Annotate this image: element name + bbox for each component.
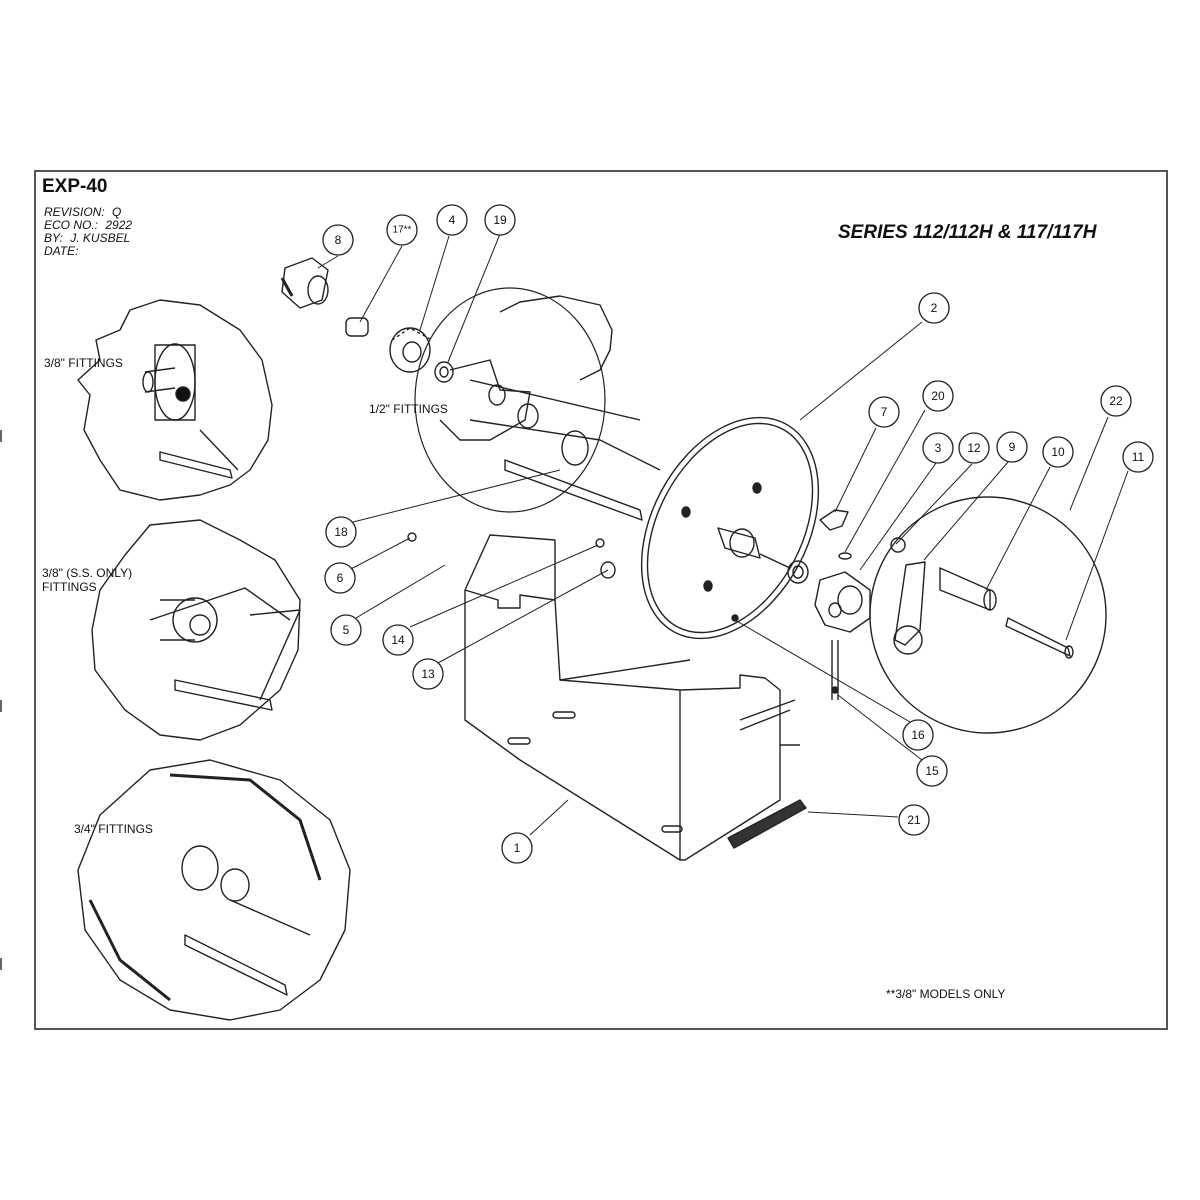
svg-text:13: 13 bbox=[421, 667, 435, 681]
callout-15: 15 bbox=[916, 755, 948, 787]
by-line: BY: J. KUSBEL bbox=[44, 232, 130, 245]
callout-7: 7 bbox=[868, 396, 900, 428]
callout-22: 22 bbox=[1100, 385, 1132, 417]
callout-2: 2 bbox=[918, 292, 950, 324]
svg-text:8: 8 bbox=[335, 233, 342, 247]
svg-text:11: 11 bbox=[1132, 450, 1145, 464]
inset-34-fittings bbox=[77, 759, 351, 1021]
svg-text:10: 10 bbox=[1051, 445, 1065, 459]
svg-text:16: 16 bbox=[911, 728, 925, 742]
svg-text:4: 4 bbox=[449, 213, 456, 227]
small-hardware bbox=[407, 532, 839, 694]
label-38-ss-fittings-line1: 3/8" (S.S. ONLY) bbox=[42, 566, 133, 580]
base-frame bbox=[464, 534, 800, 861]
svg-text:14: 14 bbox=[391, 633, 405, 647]
revision-line: REVISION: Q bbox=[44, 206, 121, 219]
by-label: BY: bbox=[44, 231, 63, 245]
callout-10: 10 bbox=[1042, 436, 1074, 468]
margin-tick bbox=[0, 700, 2, 712]
eco-value: 2922 bbox=[105, 218, 133, 232]
svg-text:6: 6 bbox=[337, 571, 344, 585]
eco-label: ECO NO.: bbox=[44, 218, 99, 232]
callout-12: 12 bbox=[958, 432, 990, 464]
svg-text:17**: 17** bbox=[393, 225, 412, 236]
callout-13: 13 bbox=[412, 658, 444, 690]
callout-3: 3 bbox=[922, 432, 954, 464]
eco-line: ECO NO.: 2922 bbox=[44, 219, 132, 232]
svg-text:20: 20 bbox=[931, 389, 945, 403]
label-38-fittings: 3/8" FITTINGS bbox=[44, 356, 123, 370]
svg-text:19: 19 bbox=[493, 213, 507, 227]
document-number: EXP-40 bbox=[42, 176, 108, 197]
callout-20: 20 bbox=[922, 380, 954, 412]
label-12-fittings: 1/2" FITTINGS bbox=[369, 402, 448, 416]
callout-9: 9 bbox=[996, 431, 1028, 463]
callout-1: 1 bbox=[501, 832, 533, 864]
revision-value: Q bbox=[112, 205, 122, 219]
models-note: **3/8" MODELS ONLY bbox=[886, 987, 1006, 1001]
callout-6: 6 bbox=[324, 562, 356, 594]
fittings-exploded bbox=[280, 257, 454, 383]
callout-5: 5 bbox=[330, 614, 362, 646]
by-value: J. KUSBEL bbox=[70, 231, 131, 245]
revision-label: REVISION: bbox=[44, 205, 105, 219]
series-title: SERIES 112/112H & 117/117H bbox=[838, 222, 1097, 243]
nameplate bbox=[727, 799, 807, 849]
callout-14: 14 bbox=[382, 624, 414, 656]
callout-8: 8 bbox=[322, 224, 354, 256]
drawing-sheet-border bbox=[34, 170, 1168, 1030]
date-label: DATE: bbox=[44, 244, 79, 258]
callout-bubbles: 8 17** 4 19 2 20 7 22 3 12 9 10 11 18 6 … bbox=[322, 204, 1154, 864]
margin-tick bbox=[0, 958, 2, 970]
label-38-ss-fittings-line2: FITTINGS bbox=[42, 580, 97, 594]
svg-text:21: 21 bbox=[907, 813, 921, 827]
date-line: DATE: bbox=[44, 245, 78, 258]
svg-text:9: 9 bbox=[1009, 440, 1016, 454]
callout-11: 11 bbox=[1122, 441, 1154, 473]
svg-text:12: 12 bbox=[967, 441, 981, 455]
callout-16: 16 bbox=[902, 719, 934, 751]
svg-text:15: 15 bbox=[925, 764, 939, 778]
margin-tick bbox=[0, 430, 2, 442]
callout-17: 17** bbox=[386, 214, 418, 246]
inset-38-fittings bbox=[77, 299, 273, 501]
svg-text:5: 5 bbox=[343, 623, 350, 637]
leader-lines bbox=[317, 233, 1129, 836]
label-34-fittings: 3/4" FITTINGS bbox=[74, 822, 153, 836]
inset-38-ss-fittings bbox=[91, 519, 301, 741]
callout-21: 21 bbox=[898, 804, 930, 836]
reel-drum bbox=[414, 287, 820, 640]
svg-text:3: 3 bbox=[935, 441, 942, 455]
crank-handle-inset bbox=[869, 496, 1107, 734]
svg-text:18: 18 bbox=[334, 525, 348, 539]
callout-19: 19 bbox=[484, 204, 516, 236]
svg-text:1: 1 bbox=[514, 841, 521, 855]
svg-text:2: 2 bbox=[931, 301, 938, 315]
callout-18: 18 bbox=[325, 516, 357, 548]
svg-text:22: 22 bbox=[1109, 394, 1123, 408]
svg-text:7: 7 bbox=[881, 405, 888, 419]
callout-4: 4 bbox=[436, 204, 468, 236]
